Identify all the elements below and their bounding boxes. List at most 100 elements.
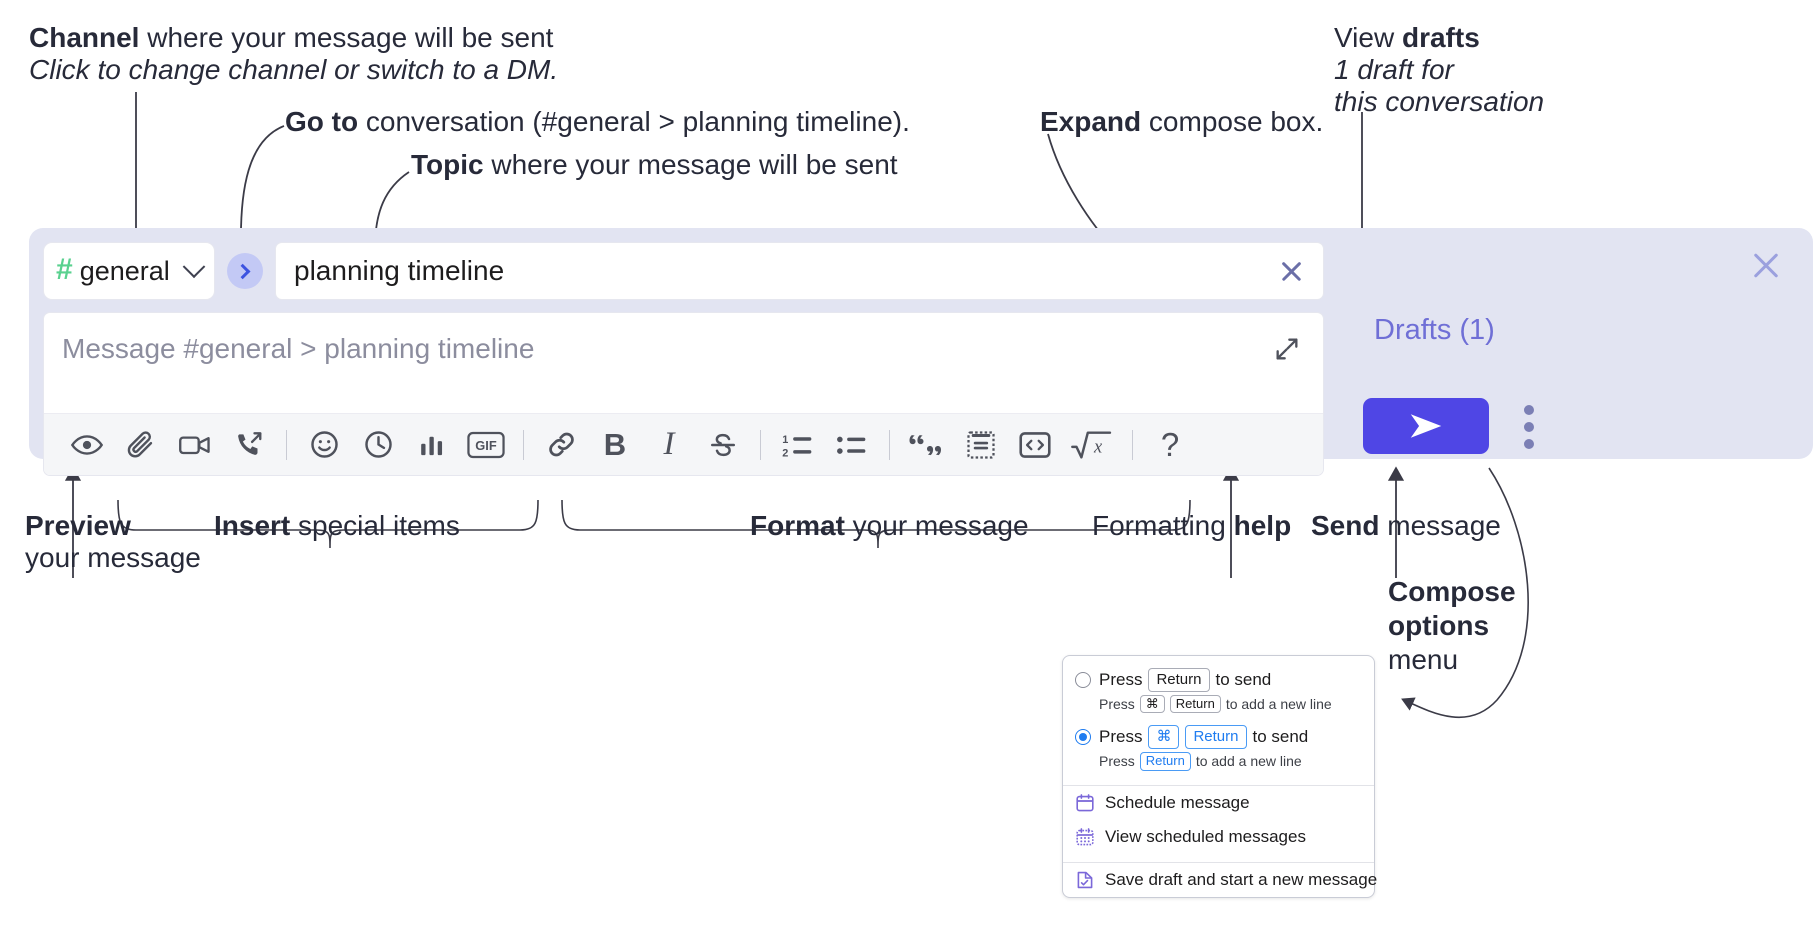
annotation-goto: Go to conversation (#general > planning … bbox=[285, 106, 910, 138]
annotation-preview: Preview your message bbox=[25, 510, 201, 574]
close-icon[interactable] bbox=[1749, 248, 1783, 282]
menu-item-label: Save draft and start a new message bbox=[1105, 869, 1378, 889]
annotation-compose-options-line3: menu bbox=[1388, 644, 1459, 676]
question-mark-icon[interactable]: ? bbox=[1143, 422, 1197, 468]
bold-glyph: B bbox=[603, 427, 627, 462]
phone-forward-icon[interactable] bbox=[222, 422, 276, 468]
calendar-grid-icon bbox=[1075, 827, 1095, 847]
annotation-expand-strong: Expand bbox=[1040, 106, 1142, 137]
topic-value: planning timeline bbox=[294, 255, 505, 286]
code-icon[interactable] bbox=[1008, 422, 1062, 468]
message-placeholder: Message #general > planning timeline bbox=[62, 333, 535, 364]
link-icon[interactable] bbox=[534, 422, 588, 468]
annotation-send-rest: message bbox=[1379, 510, 1501, 541]
annotation-preview-line2: your message bbox=[25, 542, 201, 574]
video-camera-icon[interactable] bbox=[168, 422, 222, 468]
annotation-expand: Expand compose box. bbox=[1040, 106, 1323, 138]
bullet-list-icon[interactable] bbox=[825, 422, 879, 468]
menu-option-cmd-return[interactable]: Press ⌘ Return to send Press Return to a… bbox=[1063, 719, 1374, 776]
eye-icon[interactable] bbox=[60, 422, 114, 468]
menu-item-schedule-message[interactable]: Schedule message bbox=[1063, 786, 1374, 820]
option-sub-return: Press ⌘ Return to add a new line bbox=[1099, 694, 1332, 714]
kebab-dot bbox=[1524, 422, 1534, 432]
compose-main-column: # general planning timeline Message #gen… bbox=[43, 242, 1324, 476]
send-button[interactable] bbox=[1363, 398, 1489, 454]
ordered-list-icon[interactable]: 1 2 bbox=[771, 422, 825, 468]
annotation-drafts-strong: drafts bbox=[1401, 22, 1480, 53]
option-text: to send bbox=[1252, 727, 1309, 747]
menu-option-return[interactable]: Press Return to send Press ⌘ Return to a… bbox=[1063, 666, 1374, 719]
separator bbox=[523, 429, 524, 460]
key-chip: Return bbox=[1185, 725, 1247, 749]
key-chip: Return bbox=[1148, 668, 1210, 692]
clear-topic-icon[interactable] bbox=[1277, 257, 1305, 285]
radio-return[interactable] bbox=[1075, 671, 1091, 688]
annotation-format-strong: Format bbox=[750, 510, 845, 541]
option-sub-cmd-return: Press Return to add a new line bbox=[1099, 751, 1302, 771]
annotation-insert: Insert special items bbox=[214, 510, 460, 542]
compose-right-pane: Drafts (1) bbox=[1346, 228, 1813, 459]
goto-conversation-button[interactable] bbox=[227, 253, 263, 289]
message-area: Message #general > planning timeline bbox=[43, 312, 1324, 476]
blockquote-icon[interactable] bbox=[900, 422, 954, 468]
compose-options-button[interactable] bbox=[1524, 405, 1534, 456]
topic-input[interactable]: planning timeline bbox=[275, 242, 1324, 300]
gif-icon[interactable]: GIF bbox=[459, 422, 513, 468]
radio-cmd-return[interactable] bbox=[1075, 729, 1091, 746]
svg-text:2: 2 bbox=[782, 447, 788, 459]
annotation-format: Format your message bbox=[750, 510, 1029, 542]
separator bbox=[286, 429, 287, 460]
option-label-cmd-return: Press ⌘ Return to send bbox=[1099, 725, 1308, 749]
annotation-help-prefix: Formatting bbox=[1092, 510, 1234, 541]
annotation-help: Formatting help bbox=[1092, 510, 1291, 542]
bar-chart-icon[interactable] bbox=[405, 422, 459, 468]
message-input[interactable]: Message #general > planning timeline bbox=[44, 313, 1323, 413]
channel-selector[interactable]: # general bbox=[43, 242, 215, 300]
paperclip-icon[interactable] bbox=[114, 422, 168, 468]
italic-glyph: I bbox=[663, 426, 675, 462]
separator bbox=[760, 429, 761, 460]
option-text: to send bbox=[1215, 669, 1272, 689]
calendar-icon bbox=[1075, 793, 1095, 813]
menu-item-save-draft[interactable]: Save draft and start a new message bbox=[1063, 863, 1378, 897]
menu-item-view-scheduled[interactable]: View scheduled messages bbox=[1063, 820, 1374, 854]
compose-options-menu: Press Return to send Press ⌘ Return to a… bbox=[1062, 655, 1378, 898]
annotation-insert-rest: special items bbox=[290, 510, 460, 541]
annotation-send: Send message bbox=[1311, 510, 1501, 542]
svg-text:GIF: GIF bbox=[475, 438, 497, 453]
annotation-drafts-prefix: View bbox=[1334, 22, 1402, 53]
annotation-compose-options-line1: Compose bbox=[1388, 576, 1516, 607]
bold-icon[interactable]: B bbox=[588, 422, 642, 468]
square-root-icon[interactable]: x bbox=[1062, 422, 1122, 468]
kebab-dot bbox=[1524, 439, 1534, 449]
annotation-format-rest: your message bbox=[844, 510, 1029, 541]
channel-name: general bbox=[79, 255, 170, 286]
clock-icon[interactable] bbox=[351, 422, 405, 468]
document-check-icon bbox=[1075, 870, 1095, 890]
key-chip: ⌘ bbox=[1148, 725, 1180, 749]
code-block-icon[interactable] bbox=[954, 422, 1008, 468]
kebab-dot bbox=[1524, 405, 1534, 415]
annotation-channel-strong: Channel bbox=[29, 22, 140, 53]
separator bbox=[889, 429, 890, 460]
drafts-link[interactable]: Drafts (1) bbox=[1374, 314, 1495, 346]
option-text: Press bbox=[1099, 727, 1143, 747]
sub-text: to add a new line bbox=[1225, 695, 1332, 712]
key-chip: ⌘ bbox=[1139, 694, 1165, 714]
italic-icon[interactable]: I bbox=[642, 422, 696, 468]
menu-separator bbox=[1063, 784, 1374, 786]
emoji-smiley-icon[interactable] bbox=[297, 422, 351, 468]
annotation-compose-options-line2: options bbox=[1388, 610, 1490, 642]
sub-text: Press bbox=[1099, 695, 1135, 712]
option-text: Press bbox=[1099, 669, 1143, 689]
help-glyph: ? bbox=[1160, 426, 1180, 463]
menu-item-label: Schedule message bbox=[1105, 792, 1250, 812]
strikethrough-icon[interactable] bbox=[696, 422, 750, 468]
formatting-toolbar: GIF B I bbox=[44, 413, 1323, 475]
key-chip: Return bbox=[1169, 694, 1221, 714]
annotation-compose-options: Compose options menu bbox=[1388, 575, 1516, 677]
expand-compose-icon[interactable] bbox=[1273, 335, 1301, 363]
annotation-drafts-italic-1: 1 draft for bbox=[1334, 54, 1454, 86]
svg-text:1: 1 bbox=[782, 434, 788, 446]
key-chip: Return bbox=[1139, 751, 1191, 771]
